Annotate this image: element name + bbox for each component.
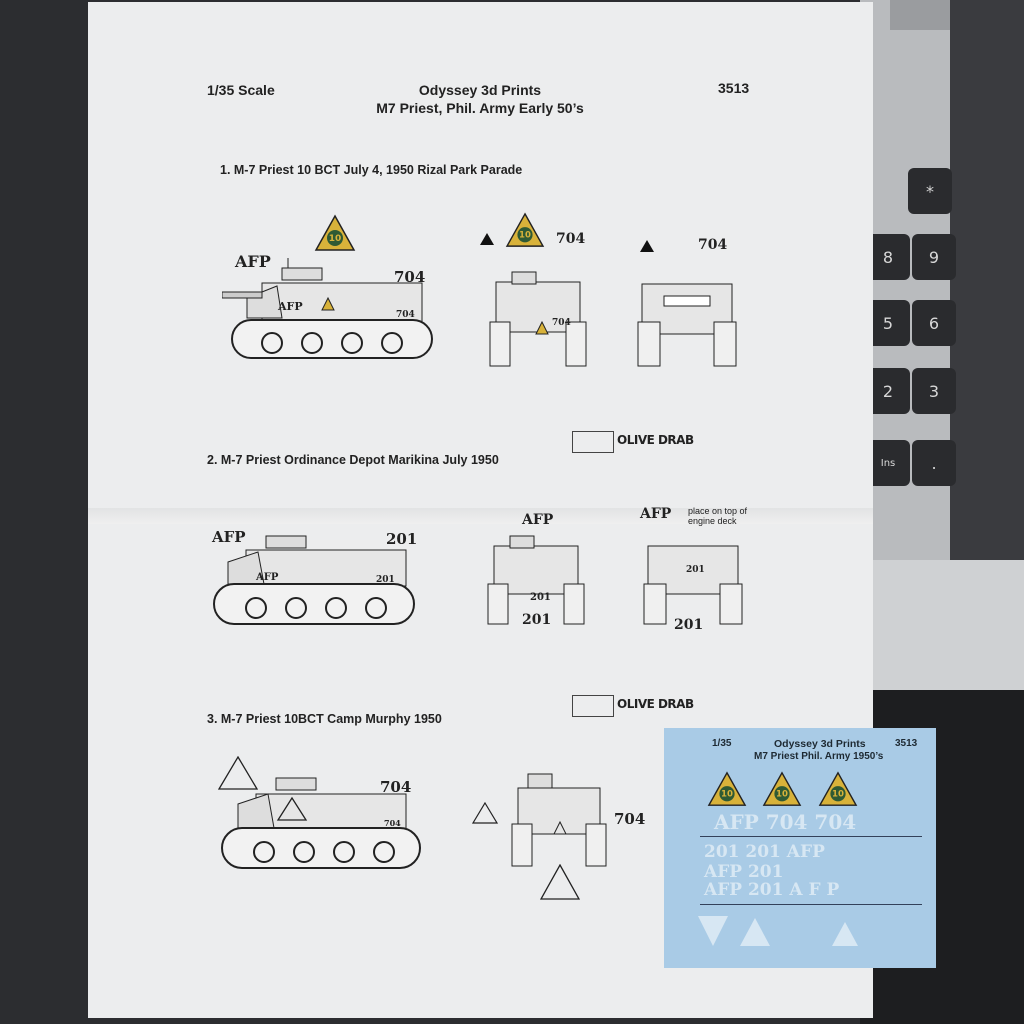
section-1-title: 1. M-7 Priest 10 BCT July 4, 1950 Rizal …	[220, 163, 523, 177]
mark-afp-hull-2: AFP	[256, 572, 279, 583]
ruler-edge	[890, 0, 950, 30]
swatch-label-1: OLIVE DRAB	[617, 433, 694, 447]
mark-704-rear: 704	[698, 237, 728, 253]
tank-rear-view-1	[637, 283, 737, 367]
key-2: 2	[866, 368, 910, 414]
key-dot: .	[912, 440, 956, 486]
decal-insignia-2: 10	[762, 771, 802, 806]
key-ins: Ins	[866, 440, 910, 486]
svg-text:10: 10	[329, 234, 342, 244]
decal-row-3: AFP 201	[704, 862, 784, 882]
mark-201-front-2: 201	[522, 612, 552, 628]
mark-afp-rear-2: AFP	[640, 506, 672, 522]
decal-row-2: 201 201 AFP	[704, 842, 825, 862]
tank-front-view-3	[511, 773, 607, 867]
decal-insignia-1: 10	[707, 771, 747, 806]
decal-insignia-3: 10	[818, 771, 858, 806]
mark-704-hull: 704	[396, 310, 415, 320]
mark-704-front-hull: 704	[552, 318, 571, 328]
mark-201-rear-hull-2: 201	[686, 565, 705, 575]
color-swatch-1	[572, 431, 614, 453]
color-swatch-2	[572, 695, 614, 717]
laptop-edge	[860, 560, 1024, 690]
decal-scale: 1/35	[712, 738, 732, 749]
mark-704-hull-3: 704	[384, 818, 401, 828]
black-triangle-icon-rear	[640, 240, 654, 252]
key-8: 8	[866, 234, 910, 280]
decal-row-1: AFP 704 704	[714, 810, 857, 834]
mark-201-front-hull-2: 201	[530, 592, 551, 603]
decal-number: 3513	[895, 738, 918, 749]
mark-704-front: 704	[556, 231, 586, 247]
svg-text:10: 10	[776, 790, 788, 800]
mark-201-rear-2: 201	[674, 617, 704, 633]
outline-triangle-icon-small	[472, 802, 498, 824]
insignia-decal: 10	[314, 214, 356, 251]
engine-deck-note: place on top of engine deck	[688, 506, 748, 526]
tank-rear-view-2	[643, 545, 743, 625]
tank-side-view-2	[213, 535, 415, 625]
insignia-decal-front: 10	[505, 212, 545, 247]
decal-divider-1	[700, 836, 922, 837]
mark-201-2: 201	[386, 530, 418, 548]
key-6: 6	[912, 300, 956, 346]
maker-name: Odyssey 3d Prints	[418, 82, 542, 98]
key-asterisk: *	[908, 168, 952, 214]
mark-704-front-3: 704	[614, 810, 646, 828]
decal-white-triangles	[698, 916, 858, 946]
decal-divider-2	[700, 904, 922, 905]
mark-201-hull-2: 201	[376, 575, 395, 585]
outline-triangle-icon	[218, 756, 258, 790]
mark-704: 704	[394, 268, 426, 286]
tank-front-view-2	[487, 535, 585, 625]
paper-fold	[88, 508, 873, 524]
key-3: 3	[912, 368, 956, 414]
key-9: 9	[912, 234, 956, 280]
svg-text:10: 10	[832, 790, 844, 800]
section-2-title: 2. M-7 Priest Ordinance Depot Marikina J…	[207, 453, 499, 467]
decal-maker: Odyssey 3d Prints	[774, 738, 866, 750]
sheet-title: Odyssey 3d Prints M7 Priest, Phil. Army …	[330, 81, 630, 117]
mark-afp-hull: AFP	[278, 300, 303, 313]
decal-row-4: AFP 201 A F P	[704, 880, 840, 900]
sheet-subtitle: M7 Priest, Phil. Army Early 50’s	[376, 100, 584, 116]
catalog-number: 3513	[718, 80, 750, 96]
mark-afp: AFP	[235, 252, 271, 271]
scale-label: 1/35 Scale	[207, 82, 275, 98]
svg-text:10: 10	[519, 231, 531, 241]
mark-afp-2: AFP	[212, 528, 246, 546]
decal-subtitle: M7 Priest Phil. Army 1950’s	[754, 751, 884, 762]
mark-704-3: 704	[380, 778, 412, 796]
svg-text:10: 10	[721, 790, 733, 800]
swatch-label-2: OLIVE DRAB	[617, 697, 694, 711]
tank-side-view-1	[222, 258, 433, 359]
outline-triangle-icon-large	[540, 864, 580, 900]
tank-front-view-1	[489, 271, 587, 367]
mark-afp-front-2: AFP	[522, 512, 554, 528]
tank-side-view-3	[221, 777, 421, 869]
section-3-title: 3. M-7 Priest 10BCT Camp Murphy 1950	[207, 712, 442, 726]
black-triangle-icon	[480, 233, 494, 245]
key-5: 5	[866, 300, 910, 346]
